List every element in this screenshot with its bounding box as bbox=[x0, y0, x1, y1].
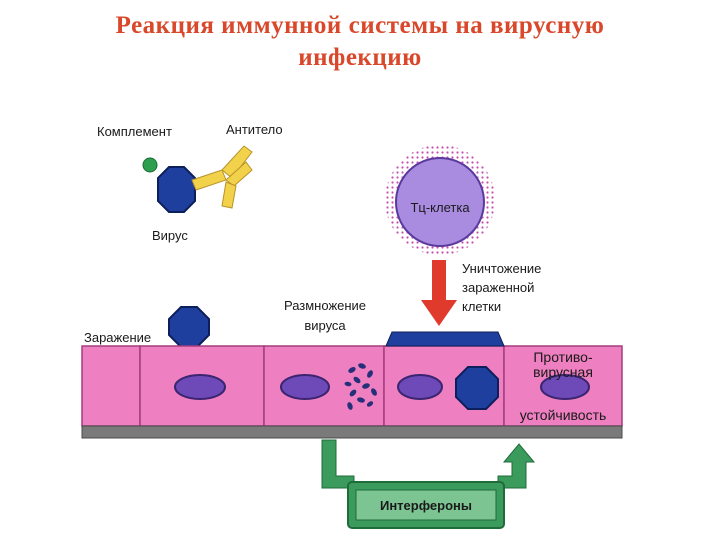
attaching-virus-icon bbox=[168, 306, 210, 348]
tc-cell-label: Тц-клетка bbox=[410, 200, 470, 215]
tc-cell-icon bbox=[395, 157, 485, 247]
antiviral-label-3: устойчивость bbox=[520, 407, 607, 423]
complement-label: Комплемент bbox=[97, 124, 172, 139]
title-line-1: Реакция иммунной системы на вирусную bbox=[115, 12, 605, 39]
interferons-inner bbox=[355, 489, 497, 521]
interferon-path-arrow-icon bbox=[321, 439, 536, 489]
complement-icon bbox=[142, 157, 158, 173]
destruction-label-2: зараженной bbox=[462, 280, 534, 295]
replication-label-1: Размножение bbox=[284, 298, 366, 313]
antibody-label: Антитело bbox=[226, 122, 283, 137]
replication-label-2: вируса bbox=[304, 318, 346, 333]
interferons-label: Интерфероны bbox=[380, 498, 472, 513]
cell-2-nucleus bbox=[174, 374, 226, 400]
infected-cell-virus-icon bbox=[455, 366, 499, 410]
destruction-label-3: клетки bbox=[462, 299, 501, 314]
cell-3-nucleus bbox=[280, 374, 330, 400]
antibody-icon bbox=[191, 145, 253, 209]
tc-contact-bar bbox=[385, 331, 505, 347]
page-title: Реакция иммунной системы на вирусную инф… bbox=[0, 10, 720, 74]
cell-4-nucleus bbox=[397, 374, 443, 400]
virus-icon bbox=[157, 166, 196, 213]
virus-label: Вирус bbox=[152, 228, 188, 243]
title-line-2: инфекцию bbox=[298, 44, 422, 71]
cell-1 bbox=[81, 345, 141, 427]
infection-label: Заражение bbox=[84, 330, 151, 345]
cell-5-nucleus bbox=[540, 374, 590, 400]
replicating-virus-particles-icon bbox=[344, 363, 377, 410]
epithelium-layer: Противо- вирусная устойчивость bbox=[81, 331, 623, 439]
antiviral-label-1: Противо- bbox=[533, 349, 593, 365]
destruction-label-1: Уничтожение bbox=[462, 261, 541, 276]
basement-membrane bbox=[81, 425, 623, 439]
destruction-arrow-icon bbox=[421, 260, 457, 326]
antiviral-label-2: вирусная bbox=[533, 364, 593, 380]
